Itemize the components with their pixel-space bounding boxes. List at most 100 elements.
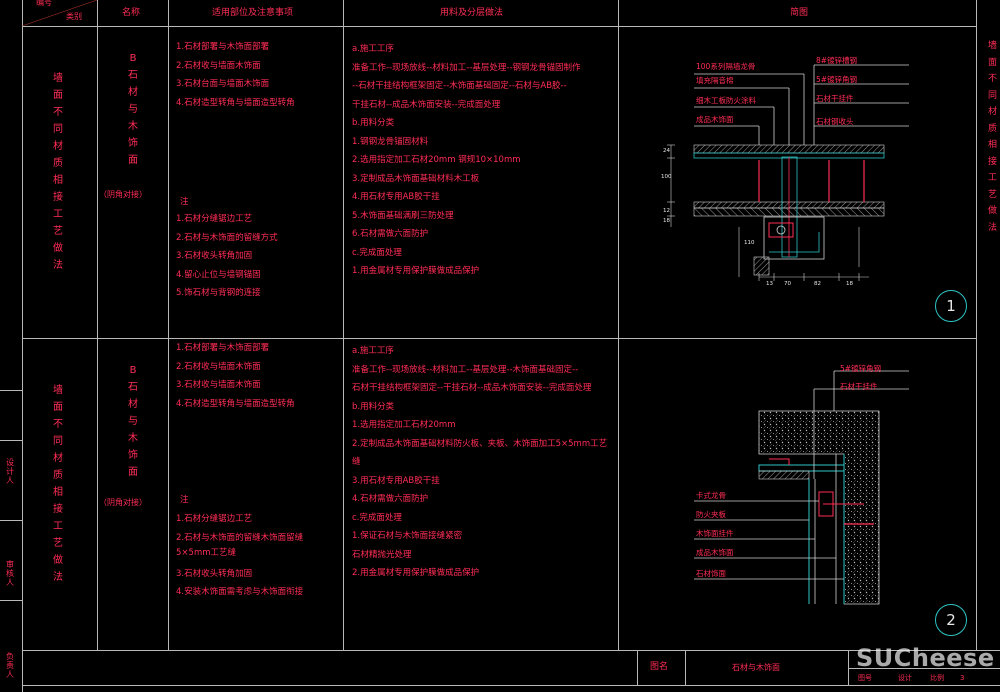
method-item: a.施工工序 <box>352 44 394 54</box>
method-item: 石材干挂结构框架固定--干挂石材--成品木饰面安装--完成面处理 <box>352 383 592 393</box>
row2-method-list: a.施工工序 准备工作--现场放线--材料加工--基层处理--木饰面基础固定--… <box>352 344 607 585</box>
row2-location-list: 1.石材部署与木饰面部署 2.石材收与墙面木饰面 3.石材收与墙面木饰面 4.石… <box>176 341 295 415</box>
row1-name: B石材与木饰面 <box>128 53 138 166</box>
row2-label: 卡式龙骨 <box>696 491 726 500</box>
sidebar-designer: 设计人 <box>6 458 14 485</box>
header-name-label: 名称 <box>122 8 141 18</box>
note-item: 4.安装木饰面需考虑与木饰面衔接 <box>176 587 304 597</box>
row1-dim: 70 <box>784 281 791 287</box>
footer-field: 设计 <box>898 674 912 682</box>
method-item: a.施工工序 <box>352 346 394 356</box>
method-item: 5.木饰面基础满刷三防处理 <box>352 210 454 221</box>
header-category-label: 类别 <box>66 12 82 21</box>
method-item: 4.用石材专用AB胶干挂 <box>352 192 440 202</box>
column-line <box>618 0 619 650</box>
method-item: 6.石材需做六面防护 <box>352 229 429 239</box>
footer-figure-name: 石材与木饰面 <box>732 663 780 672</box>
note-item: 2.石材与木饰面的留缝木饰面留缝5×5mm工艺缝 <box>176 532 304 558</box>
sidebar-line <box>0 520 22 521</box>
method-item: b.用料分类 <box>352 401 395 412</box>
method-item: 缝 <box>352 457 361 467</box>
location-item: 4.石材造型转角与墙面造型转角 <box>176 398 295 409</box>
row2-note-label: 注 <box>180 495 189 505</box>
method-item: --石材干挂结构框架固定--木饰面基础固定--石材与AB胶-- <box>352 81 567 91</box>
header-bottom-line <box>22 26 976 27</box>
row2-label: 木饰面挂件 <box>696 529 734 538</box>
row1-figure-number: 1 <box>935 290 967 322</box>
row1-dim: 82 <box>814 281 821 287</box>
method-item: 石材精抛光处理 <box>352 549 412 560</box>
note-item: 3.石材收头转角加固 <box>176 251 253 261</box>
method-item: 2.选用指定加工石材20mm 钢规10×10mm <box>352 155 521 165</box>
footer-field: 图号 <box>858 674 872 682</box>
row1-dim: 24 <box>663 148 670 154</box>
row1-dim: 110 <box>744 240 755 246</box>
row1-label: 100系列隔墙龙骨 <box>696 62 756 71</box>
sidebar-line <box>0 440 22 441</box>
note-item: 5.饰石材与背钢的连接 <box>176 288 261 298</box>
header-diagonal <box>22 0 97 26</box>
footer-top-line <box>22 650 1000 651</box>
row2-label-top: 5#镀锌角钢 <box>840 364 882 373</box>
note-item: 3.石材收头转角加固 <box>176 568 253 579</box>
header-code-label: 编号 <box>36 0 52 7</box>
location-item: 2.石材收与墙面木饰面 <box>176 60 261 71</box>
method-item: 2.用金属材专用保护膜做成品保护 <box>352 568 480 578</box>
method-item: c.完成面处理 <box>352 247 402 258</box>
footer-field: 比例 <box>930 674 944 682</box>
location-item: 2.石材收与墙面木饰面 <box>176 361 261 372</box>
row1-label-right: 5#镀锌角钢 <box>816 75 858 84</box>
method-item: 1.用金属材专用保护膜做成品保护 <box>352 266 480 276</box>
note-item: 1.石材分缝锯边工艺 <box>176 214 253 224</box>
header-location-label: 适用部位及注意事项 <box>212 8 294 18</box>
location-item: 3.石材收与墙面木饰面 <box>176 380 261 390</box>
row2-category: 墙面不同材质相接工艺做法 <box>53 385 63 583</box>
row1-label: 填充隔音棉 <box>696 76 734 85</box>
method-item: 4.石材需做六面防护 <box>352 494 429 504</box>
row1-note-list: 1.石材分缝锯边工艺 2.石材与木饰面的留缝方式 3.石材收头转角加固 4.留心… <box>176 212 278 305</box>
watermark-logo: SUCheese <box>856 644 995 672</box>
footer-divider <box>848 668 1000 669</box>
note-item: 4.留心止位与墙钢锚固 <box>176 269 261 280</box>
sidebar-lead: 负责人 <box>6 652 14 679</box>
row1-label-right: 石材干挂件 <box>816 94 854 103</box>
row1-category: 墙面不同材质相接工艺做法 <box>53 73 63 271</box>
row2-label: 成品木饰面 <box>696 548 734 557</box>
row2-note-list: 1.石材分缝锯边工艺 2.石材与木饰面的留缝木饰面留缝5×5mm工艺缝 3.石材… <box>176 512 336 604</box>
row2-section-diagram <box>694 370 909 605</box>
row1-dim: 13 <box>766 281 773 287</box>
row2-name-note: （阴角对接） <box>99 498 147 507</box>
row1-name-note: （阴角对接） <box>99 190 147 199</box>
row1-dim: 18 <box>846 281 853 287</box>
footer-bottom-line <box>22 685 1000 686</box>
method-item: 干挂石材--成品木饰面安装--完成面处理 <box>352 99 501 110</box>
row-divider-line <box>22 338 976 339</box>
row1-method-list: a.施工工序 准备工作--现场放线--材料加工--基层处理--钢钢龙骨锚固制作 … <box>352 42 581 283</box>
column-line <box>168 0 169 650</box>
sidebar-reviewer: 审核人 <box>6 560 14 587</box>
location-item: 1.石材部署与木饰面部署 <box>176 42 270 52</box>
row1-section-diagram <box>667 64 909 281</box>
footer-page: 3 <box>960 674 965 682</box>
row1-location-list: 1.石材部署与木饰面部署 2.石材收与墙面木饰面 3.石材台面与墙面木饰面 4.… <box>176 40 295 114</box>
method-item: 1.保证石材与木饰面接缝紧密 <box>352 531 463 541</box>
footer-divider <box>848 650 849 685</box>
row1-label: 细木工板防火涂料 <box>696 96 756 105</box>
method-item: 准备工作--现场放线--材料加工--基层处理--钢钢龙骨锚固制作 <box>352 62 581 73</box>
row1-label-right: 8#镀锌槽钢 <box>816 56 858 65</box>
method-item: 3.用石材专用AB胶干挂 <box>352 475 440 486</box>
method-item: 3.定制成品木饰面基础材料木工板 <box>352 173 480 184</box>
row2-label-top: 石材干挂件 <box>840 382 878 391</box>
method-item: c.完成面处理 <box>352 512 402 523</box>
method-item: 1.选用指定加工石材20mm <box>352 420 456 430</box>
footer-divider <box>637 650 638 685</box>
method-item: b.用料分类 <box>352 118 395 128</box>
row2-label: 防火夹板 <box>696 510 726 519</box>
right-title: 墙面不同材质相接工艺做法 <box>988 41 998 233</box>
sidebar-line <box>0 600 22 601</box>
location-item: 1.石材部署与木饰面部署 <box>176 343 270 353</box>
row2-label: 石材饰面 <box>696 569 726 578</box>
row1-dim: 18 <box>663 218 670 224</box>
row1-note-label: 注 <box>180 197 189 207</box>
header-diagram-label: 简图 <box>790 8 809 18</box>
